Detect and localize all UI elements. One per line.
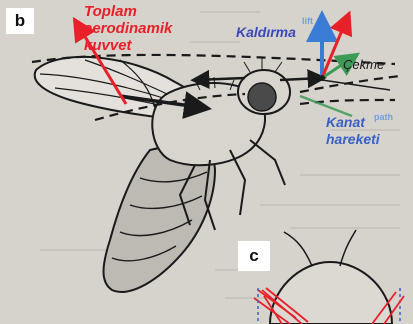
total-force-label: Toplam aerodinamik kuvvet [84,3,172,54]
drag-label: Çekme [343,56,384,73]
panel-label-c: c [238,241,270,271]
total-force-label-line-3: kuvvet [84,37,172,54]
stroke-direction-arrow-left [195,78,245,80]
wing-motion-label: Kanat hareketi [326,114,380,148]
lift-label: Kaldırma [236,24,296,41]
panel-label-b: b [6,8,34,34]
force-origin-point [319,75,325,81]
path-superscript: path [374,112,393,122]
wing-motion-label-line-1: Kanat [326,114,380,131]
panel-c-antennae [284,230,356,266]
compound-eye [248,83,276,111]
total-force-label-line-1: Toplam [84,3,172,20]
lift-superscript: lift [302,16,313,26]
wing-motion-label-line-2: hareketi [326,131,380,148]
fly-abdomen [104,146,216,292]
total-force-label-line-2: aerodinamik [84,20,172,37]
induced-vector [300,96,352,116]
stroke-direction-arrow-right [280,78,322,80]
panel-c-fly-head [270,262,392,324]
